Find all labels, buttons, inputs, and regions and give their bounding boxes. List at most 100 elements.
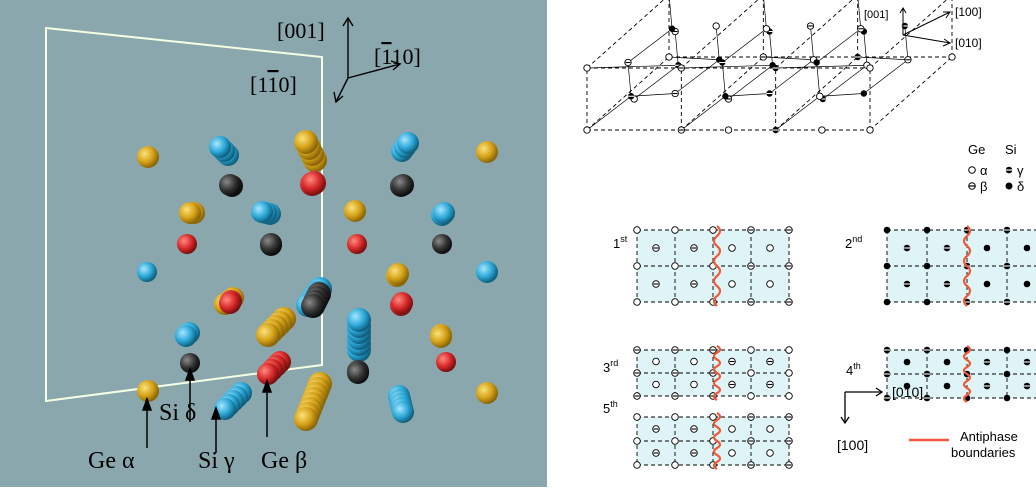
layer-1-grid-apb bbox=[712, 225, 722, 307]
atom-site-37-ge-alpha-atom bbox=[476, 382, 498, 404]
layer-3-grid-atom-ge-beta-9 bbox=[766, 357, 774, 366]
layer-2-grid-atom-si-gamma-22 bbox=[1003, 298, 1011, 306]
layer-2-grid-atom-si-gamma-15 bbox=[903, 280, 911, 288]
layer-1-grid-atom-ge-alpha-2 bbox=[671, 226, 679, 234]
supercell-atom-ge-beta-19 bbox=[677, 64, 685, 72]
axes-arrows bbox=[333, 16, 402, 104]
supercell-atom-ge-alpha-1 bbox=[583, 126, 591, 134]
label-pointers bbox=[141, 366, 273, 453]
layer-4-grid-atom-si-gamma-2 bbox=[923, 346, 931, 354]
atom-spheres bbox=[137, 130, 498, 431]
supercell-atom-ge-alpha-26 bbox=[762, 25, 771, 33]
layer-3-grid-atom-ge-beta-1 bbox=[633, 346, 641, 354]
layer-4-grid-atom-si-gamma-9 bbox=[1023, 358, 1031, 366]
layer-4-grid-atom-si-gamma-8 bbox=[983, 358, 991, 366]
right-schematic-svg: [001] [100] [010] Ge Si α β γ δ 1st 2nd … bbox=[547, 0, 1036, 487]
layer-3-grid-atom-ge-alpha-16 bbox=[690, 380, 698, 389]
layer-3-grid-atom-ge-beta-3 bbox=[709, 346, 717, 354]
atom-site-30-ge-beta-atom bbox=[257, 351, 291, 385]
layer-4-grid-atom-si-delta-7 bbox=[943, 358, 951, 366]
supercell-atom-ge-alpha-46 bbox=[818, 126, 826, 134]
layer-1-grid-atom-ge-beta-22 bbox=[747, 298, 755, 306]
supercell-atom-si-gamma-15 bbox=[766, 90, 773, 97]
layer-1-grid-atom-ge-alpha-19 bbox=[633, 298, 641, 306]
atom-site-26-ge-alpha-atom bbox=[256, 307, 296, 347]
layer-5-grid-atom-ge-beta-13 bbox=[747, 437, 755, 445]
layer-2-grid-atom-si-delta-19 bbox=[883, 298, 891, 306]
layer-3-grid-atom-ge-beta-19 bbox=[633, 392, 641, 400]
layer-3-grid-atom-ge-beta-2 bbox=[671, 346, 679, 354]
legend-symbol-ge-alpha bbox=[968, 166, 976, 174]
supercell-atom-si-gamma-31 bbox=[854, 53, 861, 61]
layer-5-grid bbox=[633, 412, 793, 470]
atom-site-17-si-gamma-atom bbox=[137, 262, 157, 282]
supercell-atom-ge-beta-2 bbox=[671, 89, 679, 98]
layer-1-grid-atom-ge-alpha-3 bbox=[709, 226, 717, 234]
layer-3-grid-atom-ge-alpha-14 bbox=[785, 369, 793, 377]
supercell-atom-ge-alpha-8 bbox=[712, 22, 720, 30]
axes-2d bbox=[840, 387, 884, 425]
supercell-atom-si-gamma-27 bbox=[772, 126, 779, 134]
layer-2-grid-atom-si-delta-20 bbox=[923, 298, 931, 306]
layer-4-grid-atom-si-delta-4 bbox=[1003, 346, 1011, 354]
layer-5-grid-atom-ge-beta-16 bbox=[690, 449, 698, 457]
atom-site-31-si-delta-atom bbox=[347, 360, 369, 384]
layer-1-grid-atom-ge-beta-5 bbox=[785, 226, 793, 234]
layer-3-grid-atom-ge-beta-18 bbox=[766, 380, 774, 389]
layer-2-grid-atom-si-gamma-7 bbox=[943, 244, 951, 252]
layer-5-grid-atom-ge-beta-22 bbox=[747, 461, 755, 469]
layer-1-grid-atom-ge-alpha-10 bbox=[633, 262, 641, 270]
atom-site-4-si-gamma-atom bbox=[391, 132, 419, 162]
atom-site-29-si-delta-atom bbox=[180, 353, 200, 373]
layer-1-grid-atom-ge-beta-15 bbox=[652, 280, 660, 288]
layer-1-grid-atom-ge-beta-7 bbox=[690, 244, 698, 252]
layer-4-grid-atom-si-gamma-11 bbox=[923, 370, 931, 378]
supercell-atom-ge-alpha-5 bbox=[665, 53, 673, 61]
atom-site-24-ge-beta-atom bbox=[390, 292, 413, 316]
layer-5-grid-atom-ge-alpha-11 bbox=[671, 437, 679, 445]
left-structure-panel: [001] [110] [110] Si δ Ge α Si γ Ge β bbox=[0, 0, 547, 487]
layer-4-grid-atom-si-gamma-10 bbox=[883, 370, 891, 378]
left-structure-svg: [001] [110] [110] Si δ Ge α Si γ Ge β bbox=[0, 0, 547, 487]
atom-site-23-si-delta-atom bbox=[301, 282, 331, 318]
layer-1-grid-atom-ge-alpha-8 bbox=[728, 244, 736, 252]
layer-5-grid-atom-ge-beta-7 bbox=[690, 425, 698, 433]
supercell-atom-ge-alpha-36 bbox=[816, 92, 824, 100]
atom-site-11-ge-alpha-atom bbox=[344, 200, 366, 222]
atom-site-3-ge-alpha-atom bbox=[294, 130, 327, 172]
supercell-atom-ge-beta-18 bbox=[759, 53, 767, 61]
layer-4-grid bbox=[883, 345, 1036, 403]
atom-site-27-si-gamma-atom bbox=[347, 308, 371, 362]
layer-5-grid-atom-ge-beta-15 bbox=[652, 449, 660, 457]
layer-4-grid-atom-si-delta-22 bbox=[1003, 394, 1011, 402]
atom-site-6-si-delta-atom bbox=[219, 174, 243, 197]
layer-2-grid bbox=[883, 225, 1036, 307]
supercell-atom-si-gamma-32 bbox=[772, 64, 779, 72]
layer-2-grid-atom-si-delta-1 bbox=[883, 226, 891, 234]
layer-3-grid-atom-ge-beta-8 bbox=[728, 357, 736, 366]
legend-symbol-si-gamma bbox=[1005, 166, 1013, 174]
layer-4-grid-atom-si-gamma-1 bbox=[883, 346, 891, 354]
layer-4-grid-atom-si-gamma-17 bbox=[983, 382, 991, 390]
layer-1-grid-atom-ge-alpha-18 bbox=[766, 280, 774, 288]
layer-1-grid-atom-ge-beta-13 bbox=[747, 262, 755, 270]
layer-3-grid-atom-ge-alpha-23 bbox=[785, 392, 793, 400]
layer-1-grid-atom-ge-beta-23 bbox=[785, 298, 793, 306]
layer-1-grid-atom-ge-beta-4 bbox=[747, 226, 755, 234]
layer-1-grid bbox=[633, 225, 793, 307]
layer-4-grid-atom-si-delta-13 bbox=[1003, 370, 1011, 378]
layer-5-grid-atom-ge-alpha-2 bbox=[671, 413, 679, 421]
supercell-atom-ge-beta-39 bbox=[857, 25, 865, 33]
atom-site-5-ge-alpha-atom bbox=[476, 141, 498, 163]
supercell-atom-si-delta-28 bbox=[860, 90, 868, 97]
layer-1-grid-atom-ge-alpha-1 bbox=[633, 226, 641, 234]
layer-3-grid-atom-ge-alpha-7 bbox=[690, 357, 698, 366]
atom-site-21-si-gamma-atom bbox=[476, 261, 498, 283]
layer-2-grid-atom-si-gamma-4 bbox=[1003, 226, 1011, 234]
supercell-atom-ge-beta-21 bbox=[806, 22, 815, 30]
supercell-atom-si-gamma-10 bbox=[627, 93, 635, 100]
layer-4-grid-atom-si-gamma-20 bbox=[923, 394, 931, 402]
atom-site-32-ge-beta-atom bbox=[436, 352, 456, 372]
layer-1-grid-atom-ge-beta-14 bbox=[785, 262, 793, 270]
layer-1-grid-atom-ge-alpha-20 bbox=[671, 298, 679, 306]
